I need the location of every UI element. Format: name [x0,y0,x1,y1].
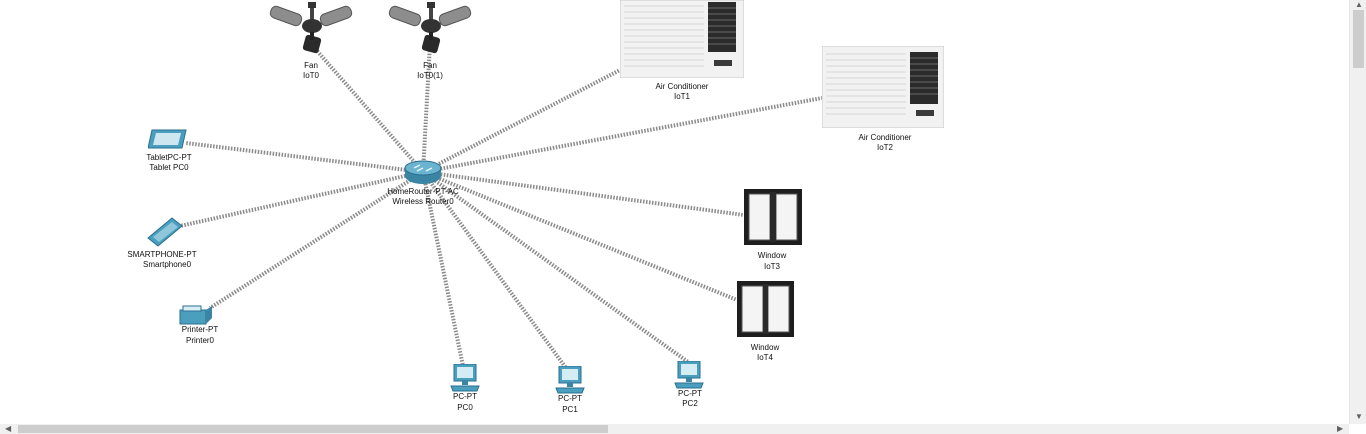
wireless-link-pc0 [421,171,465,367]
router-name-label: Wireless Router0 [392,197,454,206]
window-icon[interactable] [744,189,802,245]
pc0-type-label: PC-PT [453,392,477,401]
pc1-type-label: PC-PT [558,394,582,403]
wireless-link-ac1 [422,68,621,174]
window3-name-label: IoT3 [763,262,781,271]
ac2-name-label: IoT2 [876,143,894,152]
smartphone-type-label: SMARTPHONE-PT [127,250,197,259]
pc2-name-label: PC2 [682,399,698,408]
window-icon[interactable] [737,281,794,337]
pc-icon[interactable] [674,361,704,389]
scroll-up-arrow-icon[interactable]: ▲ [1355,0,1363,9]
smartphone-icon[interactable] [146,216,184,248]
fan0-name-label: IoT0 [302,71,320,80]
wireless-link-pc2 [421,170,690,364]
wireless-link-tablet [185,141,424,174]
wireless-link-fan1 [421,43,432,173]
fan0-type-label: Fan [304,61,318,70]
air-conditioner-icon[interactable] [822,46,944,128]
printer-type-label: Printer-PT [181,325,219,334]
printer-icon[interactable] [178,304,214,326]
wireless-router-icon[interactable] [403,158,443,186]
fan-icon[interactable] [268,2,354,60]
ac1-name-label: IoT1 [673,92,691,101]
tablet-icon[interactable] [148,128,188,150]
wireless-link-pc1 [421,170,568,370]
pc2-type-label: PC-PT [678,389,702,398]
horizontal-scroll-thumb[interactable] [18,425,608,433]
scroll-left-arrow-icon[interactable]: ◀ [5,424,12,433]
wireless-link-printer [208,170,425,310]
wireless-links [179,42,823,370]
tablet-type-label: TabletPC-PT [146,153,192,162]
fan1-type-label: Fan [423,61,437,70]
ac2-type-label: Air Conditioner [858,133,912,142]
window3-type-label: Window [757,251,787,260]
pc-icon[interactable] [450,364,480,392]
horizontal-scrollbar[interactable]: ◀ ▶ [0,424,1349,434]
wireless-link-fan0 [309,42,425,174]
pc1-name-label: PC1 [562,405,578,414]
fan-icon[interactable] [387,2,473,60]
router-type-label: HomeRouter-PT-AC [387,187,459,196]
pc0-name-label: PC0 [457,403,473,412]
window4-type-label: Window [750,343,780,352]
smartphone-name-label: Smartphone0 [142,260,192,269]
air-conditioner-icon[interactable] [620,0,744,78]
scroll-right-arrow-icon[interactable]: ▶ [1337,424,1344,433]
vertical-scroll-thumb[interactable] [1353,10,1364,68]
vertical-scrollbar[interactable]: ▲ ▼ [1349,0,1366,424]
pc-icon[interactable] [555,366,585,394]
window4-name-label: IoT4 [756,353,774,362]
scroll-down-arrow-icon[interactable]: ▼ [1355,412,1363,421]
printer-name-label: Printer0 [185,336,215,345]
wireless-link-phone [179,170,424,228]
ac1-type-label: Air Conditioner [655,82,709,91]
wireless-link-ac2 [422,96,823,174]
fan1-name-label: IoT0(1) [417,71,443,80]
wireless-link-win4 [422,170,738,302]
tablet-name-label: Tablet PC0 [149,163,189,172]
